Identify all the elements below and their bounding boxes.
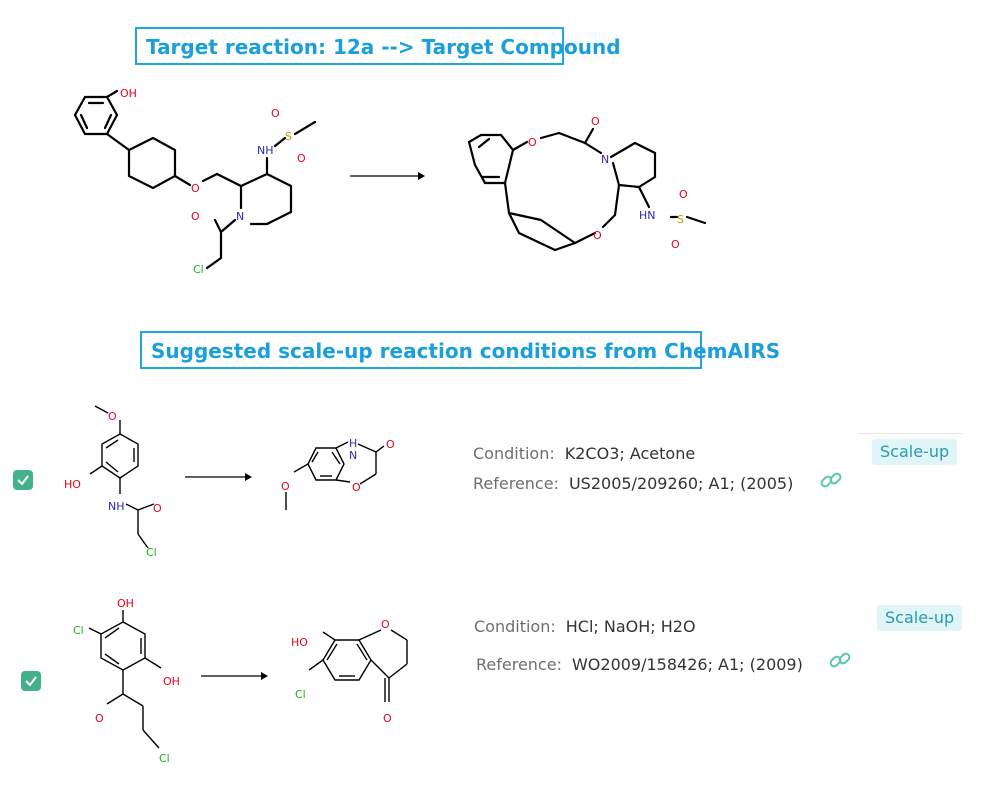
row1-product-structure: H N O O O bbox=[281, 437, 395, 510]
reference-label: Reference: bbox=[473, 474, 559, 493]
svg-text:N: N bbox=[601, 153, 609, 166]
row1-reference: Reference: US2005/209260; A1; (2005) bbox=[473, 474, 793, 493]
svg-text:Cl: Cl bbox=[73, 624, 84, 637]
svg-text:Cl: Cl bbox=[146, 546, 157, 559]
svg-text:O: O bbox=[271, 107, 280, 120]
link-icon[interactable] bbox=[828, 648, 852, 672]
svg-text:O: O bbox=[671, 238, 680, 251]
svg-text:O: O bbox=[153, 502, 162, 515]
row1-condition: Condition: K2CO3; Acetone bbox=[473, 444, 695, 463]
reference-value: US2005/209260; A1; (2005) bbox=[568, 474, 794, 493]
arrow-right-icon bbox=[185, 473, 252, 481]
row2-condition: Condition: HCl; NaOH; H2O bbox=[474, 617, 696, 636]
condition-value: K2CO3; Acetone bbox=[564, 444, 696, 463]
svg-text:N: N bbox=[236, 210, 244, 223]
svg-text:O: O bbox=[383, 712, 392, 725]
svg-text:NH: NH bbox=[257, 144, 274, 157]
row2-product-structure: HO Cl O O bbox=[291, 618, 408, 725]
svg-text:Cl: Cl bbox=[193, 263, 204, 276]
suggested-conditions-title: Suggested scale-up reaction conditions f… bbox=[140, 331, 780, 369]
svg-text:OH: OH bbox=[117, 597, 134, 610]
checkbox-checked-icon[interactable] bbox=[21, 671, 41, 691]
svg-text:O: O bbox=[528, 136, 537, 149]
link-icon[interactable] bbox=[819, 468, 843, 492]
svg-text:HO: HO bbox=[64, 478, 81, 491]
svg-text:O: O bbox=[281, 480, 290, 493]
target-reaction-title: Target reaction: 12a --> Target Compound bbox=[135, 27, 621, 65]
target-compound-structure: O O N O HN S O O bbox=[467, 115, 707, 252]
row2-reactant-structure: OH Cl OH O Cl bbox=[73, 597, 180, 765]
condition-value: HCl; NaOH; H2O bbox=[565, 617, 696, 636]
svg-text:OH: OH bbox=[163, 675, 180, 688]
reference-label: Reference: bbox=[476, 655, 562, 674]
svg-text:Cl: Cl bbox=[159, 752, 170, 765]
arrow-right-icon bbox=[201, 672, 268, 680]
svg-text:HN: HN bbox=[639, 209, 656, 222]
svg-text:O: O bbox=[593, 229, 602, 242]
svg-text:O: O bbox=[679, 188, 688, 201]
svg-text:N: N bbox=[349, 449, 357, 462]
svg-text:O: O bbox=[386, 438, 395, 451]
condition-label: Condition: bbox=[473, 444, 555, 463]
svg-text:O: O bbox=[297, 152, 306, 165]
svg-text:Cl: Cl bbox=[295, 688, 306, 701]
row1-reactant-structure: O HO NH O Cl bbox=[64, 405, 162, 559]
svg-text:O: O bbox=[191, 182, 200, 195]
svg-text:S: S bbox=[285, 130, 292, 143]
checkbox-checked-icon[interactable] bbox=[13, 470, 33, 490]
arrow-right-icon bbox=[350, 172, 425, 180]
svg-text:H: H bbox=[349, 437, 357, 450]
svg-text:O: O bbox=[191, 210, 200, 223]
svg-text:O: O bbox=[381, 618, 390, 631]
row2-reference: Reference: WO2009/158426; A1; (2009) bbox=[476, 655, 803, 674]
svg-text:O: O bbox=[352, 481, 361, 494]
svg-text:O: O bbox=[95, 712, 104, 725]
scale-up-badge: Scale-up bbox=[877, 605, 963, 631]
svg-text:O: O bbox=[591, 115, 600, 128]
reactant-12a-structure: OH O N NH S O O O Cl bbox=[73, 87, 317, 276]
condition-label: Condition: bbox=[474, 617, 556, 636]
scale-up-badge: Scale-up bbox=[872, 439, 958, 465]
divider bbox=[858, 433, 962, 434]
svg-text:O: O bbox=[108, 410, 117, 423]
svg-text:HO: HO bbox=[291, 636, 308, 649]
svg-text:OH: OH bbox=[120, 87, 137, 100]
svg-text:S: S bbox=[677, 213, 684, 226]
reference-value: WO2009/158426; A1; (2009) bbox=[571, 655, 803, 674]
svg-text:NH: NH bbox=[108, 500, 125, 513]
